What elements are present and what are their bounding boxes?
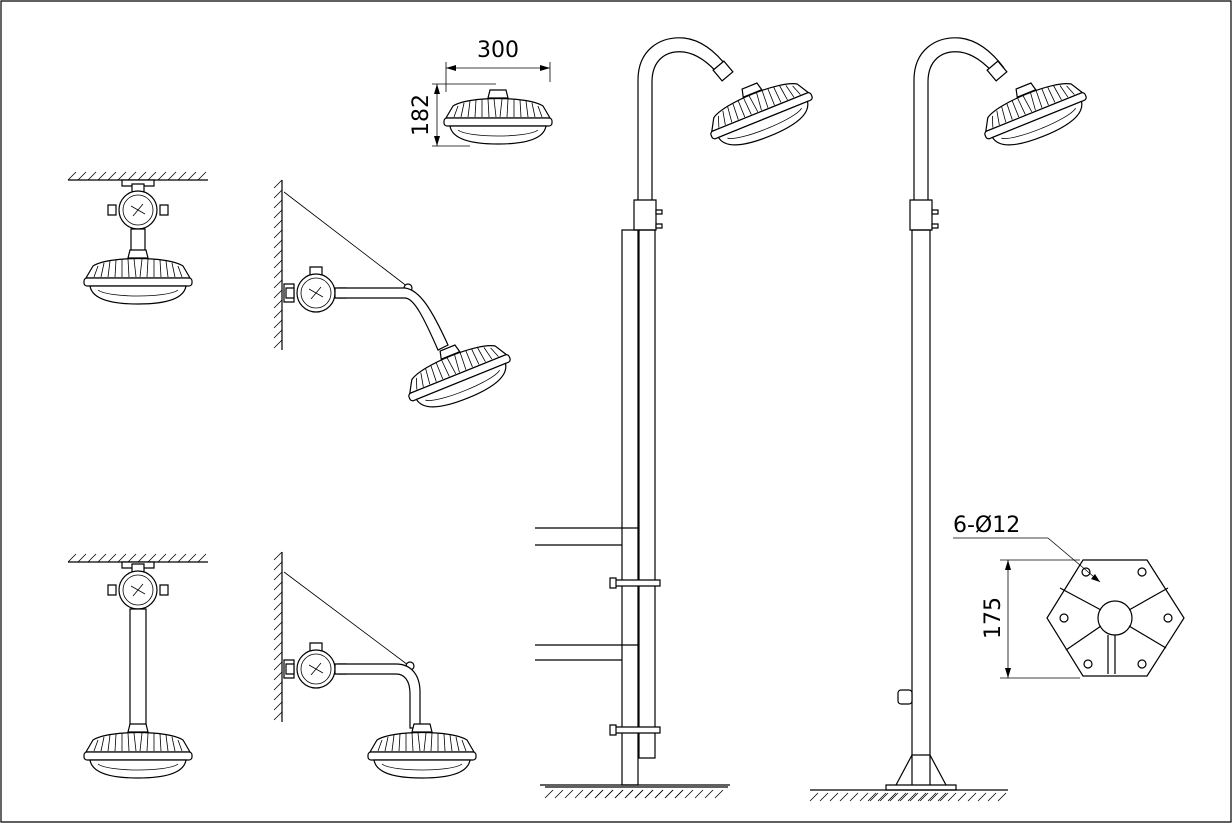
wall-mount-curved-view: [273, 551, 477, 779]
wall-mount-angled-view: [273, 179, 519, 419]
pole-bracket-mounted-view: [535, 38, 821, 799]
ceiling-mount-pendant-view: [67, 553, 208, 779]
holes-label: 6-Ø12: [953, 513, 1020, 538]
pole-freestanding-view: [809, 38, 1095, 802]
ceiling-mount-short-view: [67, 171, 208, 305]
height-dimension-label: 182: [409, 94, 434, 136]
base-plate-view: 6-Ø12 175: [953, 513, 1184, 678]
width-dimension-label: 300: [477, 38, 519, 63]
dimensioned-lamp-view: 300 182: [409, 38, 553, 146]
base-height-dimension-label: 175: [981, 597, 1006, 639]
